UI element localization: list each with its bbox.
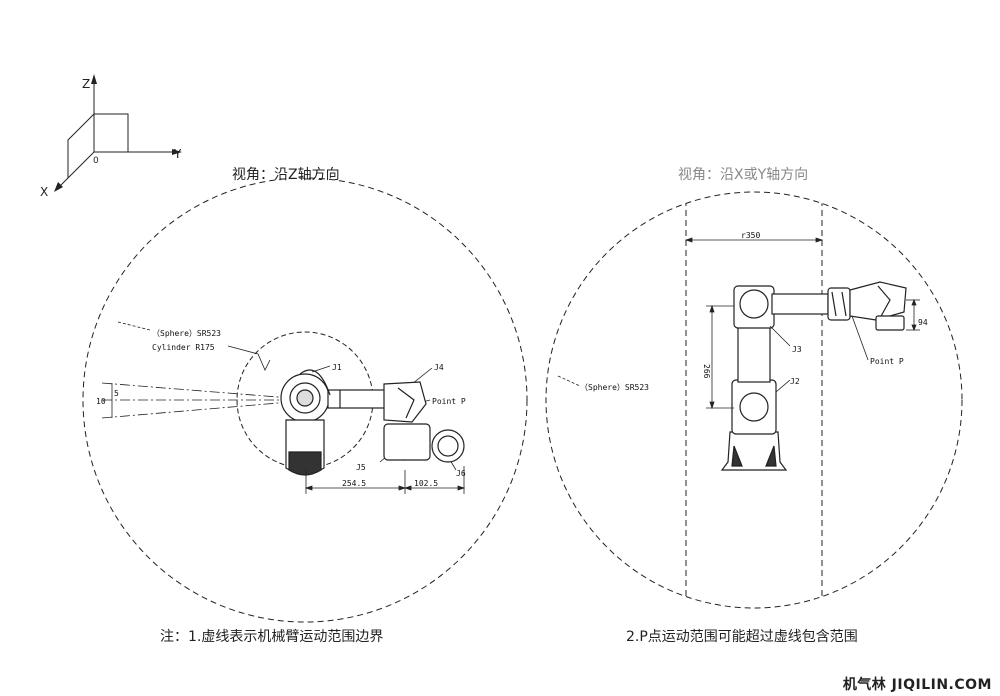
coordinate-axes xyxy=(54,74,182,192)
angle-5-label: 5 xyxy=(114,389,119,398)
sphere-boundary-left xyxy=(82,177,528,623)
note-left: 注：1.虚线表示机械臂运动范围边界 xyxy=(160,629,384,645)
left-view: （Sphere）SR523 Cylinder R175 J1 J4 Point … xyxy=(82,177,528,623)
origin-label: 0 xyxy=(93,156,99,166)
j5-label: J5 xyxy=(356,463,366,472)
cylinder-column xyxy=(685,192,823,608)
j1-label: J1 xyxy=(332,363,342,372)
watermark: 机气林 JIQILIN.COM xyxy=(842,677,992,693)
dim-94-label: 94 xyxy=(918,318,928,327)
cylinder-label: Cylinder R175 xyxy=(152,343,215,352)
j2-label: J2 xyxy=(790,377,800,386)
robot-arm-top-view xyxy=(280,369,465,476)
dim-102-label: 102.5 xyxy=(414,479,438,488)
right-point-p-label: Point P xyxy=(870,357,904,366)
note-right: 2.P点运动范围可能超过虚线包含范围 xyxy=(626,629,858,645)
right-sphere-label: （Sphere）SR523 xyxy=(580,383,649,392)
y-axis-label: Y xyxy=(173,147,182,161)
z-axis-label: Z xyxy=(82,77,90,91)
robot-arm-side-view xyxy=(720,281,907,471)
j6-label: J6 xyxy=(456,469,466,478)
r350-label: r350 xyxy=(741,231,760,240)
dim-254-label: 254.5 xyxy=(342,479,366,488)
j3-label: J3 xyxy=(792,345,802,354)
angle-wedge xyxy=(101,382,291,419)
left-point-p-label: Point P xyxy=(432,397,466,406)
j4-label: J4 xyxy=(434,363,444,372)
angle-10-label: 10 xyxy=(96,397,106,406)
x-axis-label: X xyxy=(40,185,48,199)
right-view-title: 视角：沿X或Y轴方向 xyxy=(678,167,809,183)
right-view: r350 （Sphere）SR523 J3 J2 Point P 94 266 xyxy=(545,191,963,609)
left-sphere-label: （Sphere）SR523 xyxy=(152,329,221,338)
left-view-title: 视角：沿Z轴方向 xyxy=(232,167,340,183)
dim-266-label: 266 xyxy=(702,364,711,379)
sphere-boundary-right xyxy=(545,191,963,609)
